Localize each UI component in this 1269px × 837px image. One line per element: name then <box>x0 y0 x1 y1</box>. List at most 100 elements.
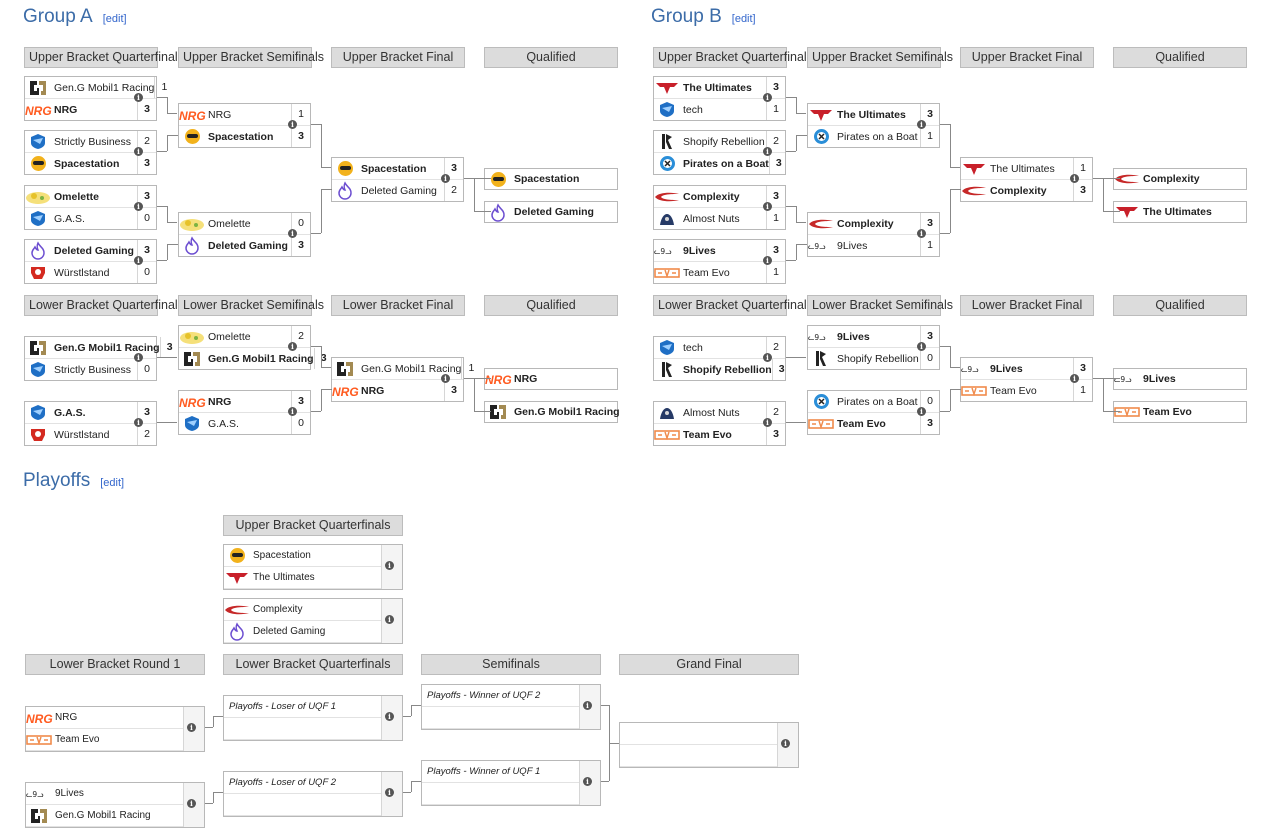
info-icon[interactable]: i <box>583 701 592 710</box>
team-name[interactable]: 9Lives <box>683 244 716 257</box>
team-name[interactable]: Spacestation <box>208 130 274 143</box>
team-name[interactable]: Team Evo <box>990 384 1037 397</box>
team-name[interactable]: Deleted Gaming <box>54 244 134 257</box>
team-name[interactable]: Team Evo <box>837 417 886 430</box>
team-name[interactable]: Pirates on a Boat <box>837 395 918 408</box>
team-name[interactable]: NRG <box>54 103 78 116</box>
team-name[interactable]: Würstlstand <box>54 266 110 279</box>
team-name[interactable]: G.A.S. <box>54 406 86 419</box>
team-name[interactable]: Complexity <box>683 190 740 203</box>
team-name[interactable]: Shopify Rebellion <box>683 135 765 148</box>
team-name[interactable]: 9Lives <box>837 330 870 343</box>
edit-link[interactable]: [edit] <box>731 13 756 25</box>
qualified-team[interactable]: Complexity <box>1113 168 1247 190</box>
info-icon[interactable]: i <box>763 202 772 211</box>
info-icon[interactable]: i <box>134 418 143 427</box>
team-name[interactable]: NRG <box>361 384 385 397</box>
info-icon[interactable]: i <box>134 147 143 156</box>
info-icon[interactable]: i <box>134 256 143 265</box>
info-icon[interactable]: i <box>385 712 394 721</box>
team-name[interactable]: 9Lives <box>837 239 868 252</box>
team-name[interactable]: NRG <box>208 108 232 121</box>
team-name[interactable]: Gen.G Mobil1 Racing <box>208 352 314 365</box>
info-icon[interactable]: i <box>385 561 394 570</box>
team-name[interactable]: Omelette <box>208 217 251 230</box>
team-name[interactable]: Almost Nuts <box>683 406 740 419</box>
team-name[interactable]: tech <box>683 341 703 354</box>
team-name[interactable]: Omelette <box>54 190 99 203</box>
info-icon[interactable]: i <box>288 407 297 416</box>
qualified-team[interactable]: Spacestation <box>484 168 618 190</box>
info-icon[interactable]: i <box>134 202 143 211</box>
team-name[interactable]: Team Evo <box>55 734 100 745</box>
team-name[interactable]: Spacestation <box>514 173 580 185</box>
team-name[interactable]: Strictly Business <box>54 363 132 376</box>
team-name[interactable]: Team Evo <box>1143 406 1192 418</box>
info-icon[interactable]: i <box>441 374 450 383</box>
info-icon[interactable]: i <box>134 353 143 362</box>
team-name[interactable]: NRG <box>55 712 78 723</box>
team-name[interactable]: 9Lives <box>990 362 1023 375</box>
team-name[interactable]: Deleted Gaming <box>361 184 437 197</box>
edit-link[interactable]: [edit] <box>102 13 127 25</box>
qualified-team[interactable]: Team Evo <box>1113 401 1247 423</box>
match-box[interactable]: Playoffs - Loser of UQF 1 <box>223 695 403 741</box>
team-name[interactable]: Pirates on a Boat <box>683 157 769 170</box>
team-name[interactable]: Shopify Rebellion <box>683 363 772 376</box>
team-name[interactable]: NRG <box>208 395 232 408</box>
team-name[interactable]: Gen.G Mobil1 Racing <box>54 81 155 94</box>
team-name[interactable]: The Ultimates <box>990 162 1055 175</box>
team-name[interactable]: Spacestation <box>253 550 311 561</box>
team-name[interactable]: Spacestation <box>54 157 120 170</box>
qualified-team[interactable]: Deleted Gaming <box>484 201 618 223</box>
info-icon[interactable]: i <box>288 342 297 351</box>
team-name[interactable]: Shopify Rebellion <box>837 352 919 365</box>
team-name[interactable]: Team Evo <box>683 266 730 279</box>
team-name[interactable]: Complexity <box>1143 173 1200 185</box>
info-icon[interactable]: i <box>781 739 790 748</box>
info-icon[interactable]: i <box>187 799 196 808</box>
team-name[interactable]: Complexity <box>253 604 303 615</box>
team-name[interactable]: The Ultimates <box>253 572 315 583</box>
info-icon[interactable]: i <box>583 777 592 786</box>
match-box[interactable]: Playoffs - Loser of UQF 2 <box>223 771 403 817</box>
team-name[interactable]: tech <box>683 103 703 116</box>
info-icon[interactable]: i <box>441 174 450 183</box>
info-icon[interactable]: i <box>187 723 196 732</box>
info-icon[interactable]: i <box>763 353 772 362</box>
team-name[interactable]: Almost Nuts <box>683 212 740 225</box>
info-icon[interactable]: i <box>763 93 772 102</box>
info-icon[interactable]: i <box>385 788 394 797</box>
team-name[interactable]: The Ultimates <box>1143 206 1212 218</box>
team-name[interactable]: Team Evo <box>683 428 732 441</box>
info-icon[interactable]: i <box>288 120 297 129</box>
info-icon[interactable]: i <box>134 93 143 102</box>
info-icon[interactable]: i <box>385 615 394 624</box>
team-name[interactable]: Strictly Business <box>54 135 132 148</box>
info-icon[interactable]: i <box>763 418 772 427</box>
team-name[interactable]: Complexity <box>990 184 1047 197</box>
info-icon[interactable]: i <box>917 229 926 238</box>
team-name[interactable]: The Ultimates <box>837 108 906 121</box>
team-name[interactable]: Deleted Gaming <box>514 206 594 218</box>
team-name[interactable]: Pirates on a Boat <box>837 130 918 143</box>
info-icon[interactable]: i <box>763 256 772 265</box>
team-name[interactable]: G.A.S. <box>208 417 239 430</box>
team-name[interactable]: 9Lives <box>55 788 84 799</box>
